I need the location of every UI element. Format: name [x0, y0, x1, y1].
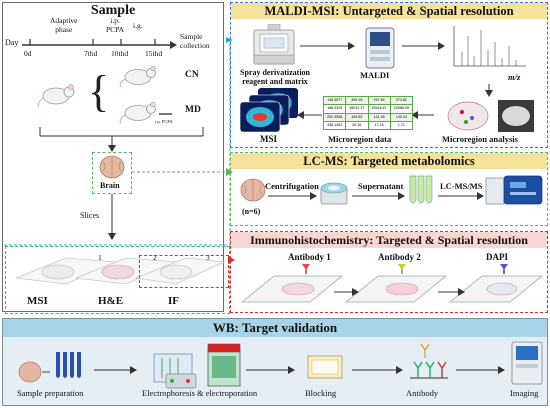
table-cell: 297.84 — [368, 97, 390, 105]
if-slice-frame — [139, 255, 229, 288]
brain-icon — [99, 155, 125, 179]
centrifugation-label: Centrifugation — [265, 181, 319, 191]
microregion-analysis-icon — [447, 100, 534, 132]
sample-collection-label: Sample collection — [180, 32, 210, 50]
maldi-instrument-icon — [365, 27, 395, 69]
syringe-icon — [159, 113, 172, 115]
lcmsms-label: LC-MS/MS — [440, 181, 483, 191]
ip-pcpa-small-label: i.p. PCPA — [155, 119, 173, 124]
tubes-icon — [409, 175, 433, 204]
table-cell: 146.0577 — [324, 97, 346, 105]
ihc-slides — [240, 264, 544, 303]
sample-title: Sample — [90, 3, 136, 18]
maldi-title: MALDI-MSI: Untargeted & Spatial resoluti… — [231, 3, 547, 19]
slice-label-msi: MSI — [27, 295, 48, 307]
maldi-flow-arrows — [297, 42, 493, 119]
wb-title: WB: Target validation — [3, 319, 547, 337]
table-cell: 17.15 — [368, 121, 390, 129]
mouse-icon — [37, 84, 75, 108]
slice-number-2: 2 — [153, 253, 157, 262]
brain-label: Brain — [100, 181, 120, 190]
day-0-label: 0d — [24, 49, 32, 58]
maldi-panel — [230, 2, 548, 148]
wb-flow — [18, 341, 543, 389]
lcmsms-instrument-icon — [485, 175, 543, 205]
table-cell: 63516.67 — [368, 105, 390, 113]
table-cell: 140.24 — [390, 113, 412, 121]
table-cell: 493.18 — [346, 97, 368, 105]
lcms-brain-icon — [240, 178, 266, 202]
ig-label: i.g. — [133, 21, 143, 30]
table-cell: 121.38 — [368, 113, 390, 121]
group-cn-label: CN — [185, 70, 199, 80]
table-cell: 23988.95 — [390, 105, 412, 113]
table-cell: 252.3558 — [324, 113, 346, 121]
lcms-title: LC-MS: Targeted metabolomics — [231, 153, 547, 169]
sample-panel — [2, 2, 224, 312]
mouse-md-icon — [119, 101, 156, 124]
group-brace: { — [88, 67, 110, 116]
wb-step-blocking: Blocking — [305, 388, 337, 398]
lcms-n-label: (n=6) — [242, 207, 261, 216]
ihc-title: Immunohistochemistry: Targeted & Spatial… — [231, 232, 547, 248]
table-cell: 1.71 — [390, 121, 412, 129]
day-label: Day — [5, 38, 19, 47]
mouse-cn-icon — [119, 65, 156, 88]
wb-step-electrophoresis: Electrophoresis & electroporation — [142, 388, 258, 398]
timeline — [22, 39, 177, 49]
spray-device-icon — [253, 24, 295, 65]
slides-group — [15, 257, 226, 285]
lcms-flow-arrows — [268, 192, 484, 200]
slice-label-if: IF — [168, 295, 179, 307]
table-cell: 188.3325 — [324, 105, 346, 113]
brain-to-slices-arrow — [108, 194, 116, 240]
msi-images-icon — [239, 88, 298, 133]
mz-label: m/z — [508, 72, 521, 82]
table-cell: 50.16 — [346, 121, 368, 129]
table-cell: 373.81 — [390, 97, 412, 105]
maldi-label: MALDI — [360, 70, 390, 80]
wb-step-sample-preparation: Sample preparation — [17, 388, 84, 398]
msi-label: MSI — [260, 134, 278, 144]
centrifuge-icon — [320, 182, 348, 205]
slice-label-he: H&E — [98, 295, 124, 307]
slices-frame — [5, 246, 230, 314]
microregion-analysis-label: Microregion analysis — [442, 134, 518, 144]
slices-label: Slices — [80, 211, 100, 220]
supernatant-label: Supernatant — [358, 181, 404, 191]
lcms-panel — [230, 152, 548, 226]
slice-number-3: 3 — [206, 253, 210, 262]
antibody2-label: Antibody 2 — [378, 252, 421, 262]
wb-step-antibody: Antibody — [406, 388, 439, 398]
ihc-panel — [230, 231, 548, 313]
table-cell: 338.1404 — [324, 121, 346, 129]
microregion-data-label: Microregion data — [328, 134, 392, 144]
day-15-label: 15thd — [145, 49, 163, 58]
slice-number-1: 1 — [98, 253, 102, 262]
dapi-label: DAPI — [486, 252, 508, 262]
spray-label: Spray derivatization reagent and matrix — [240, 68, 310, 86]
table-cell: 164.82 — [346, 113, 368, 121]
day-7-label: 7thd — [84, 49, 98, 58]
group-md-label: MD — [185, 105, 201, 115]
microregion-data-table: 146.0577 493.18 297.84 373.81 188.3325 9… — [323, 96, 413, 130]
antibody1-label: Antibody 1 — [288, 252, 331, 262]
wb-step-imaging: Imaging — [510, 388, 539, 398]
brain-frame — [92, 152, 132, 194]
day-10-label: 10thd — [111, 49, 129, 58]
adaptive-phase-label: Adaptive phase — [50, 16, 78, 34]
ip-pcpa-label: i.p. PCPA — [106, 16, 125, 34]
table-cell: 98031.37 — [346, 105, 368, 113]
connector-lines — [4, 37, 235, 264]
spectrum-plot — [453, 26, 526, 67]
group-bracket — [39, 127, 204, 152]
